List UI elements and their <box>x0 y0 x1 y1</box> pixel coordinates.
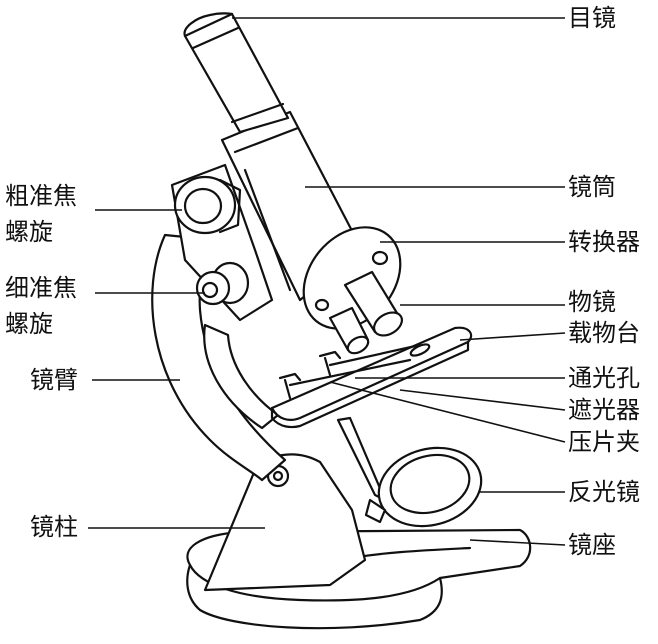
label-eyepiece: 目镜 <box>568 3 616 33</box>
label-aperture: 通光孔 <box>568 363 640 393</box>
label-base: 镜座 <box>568 530 616 560</box>
label-coarse-focus: 粗准焦螺旋 <box>5 178 85 250</box>
pillar-shape <box>205 454 365 590</box>
leader-stage <box>460 333 565 340</box>
label-clip: 压片夹 <box>568 427 640 457</box>
mirror-shape <box>366 437 490 537</box>
label-stage: 载物台 <box>568 318 640 348</box>
eyepiece-shape <box>185 13 288 132</box>
label-diaphragm: 遮光器 <box>568 395 640 425</box>
leader-clip <box>330 382 565 442</box>
label-fine-focus: 细准焦螺旋 <box>5 270 85 342</box>
label-mirror: 反光镜 <box>568 477 640 507</box>
label-arm: 镜臂 <box>30 365 78 395</box>
label-tube: 镜筒 <box>568 172 616 202</box>
label-pillar: 镜柱 <box>30 512 78 542</box>
label-objective: 物镜 <box>568 287 616 317</box>
label-nosepiece: 转换器 <box>568 227 640 257</box>
